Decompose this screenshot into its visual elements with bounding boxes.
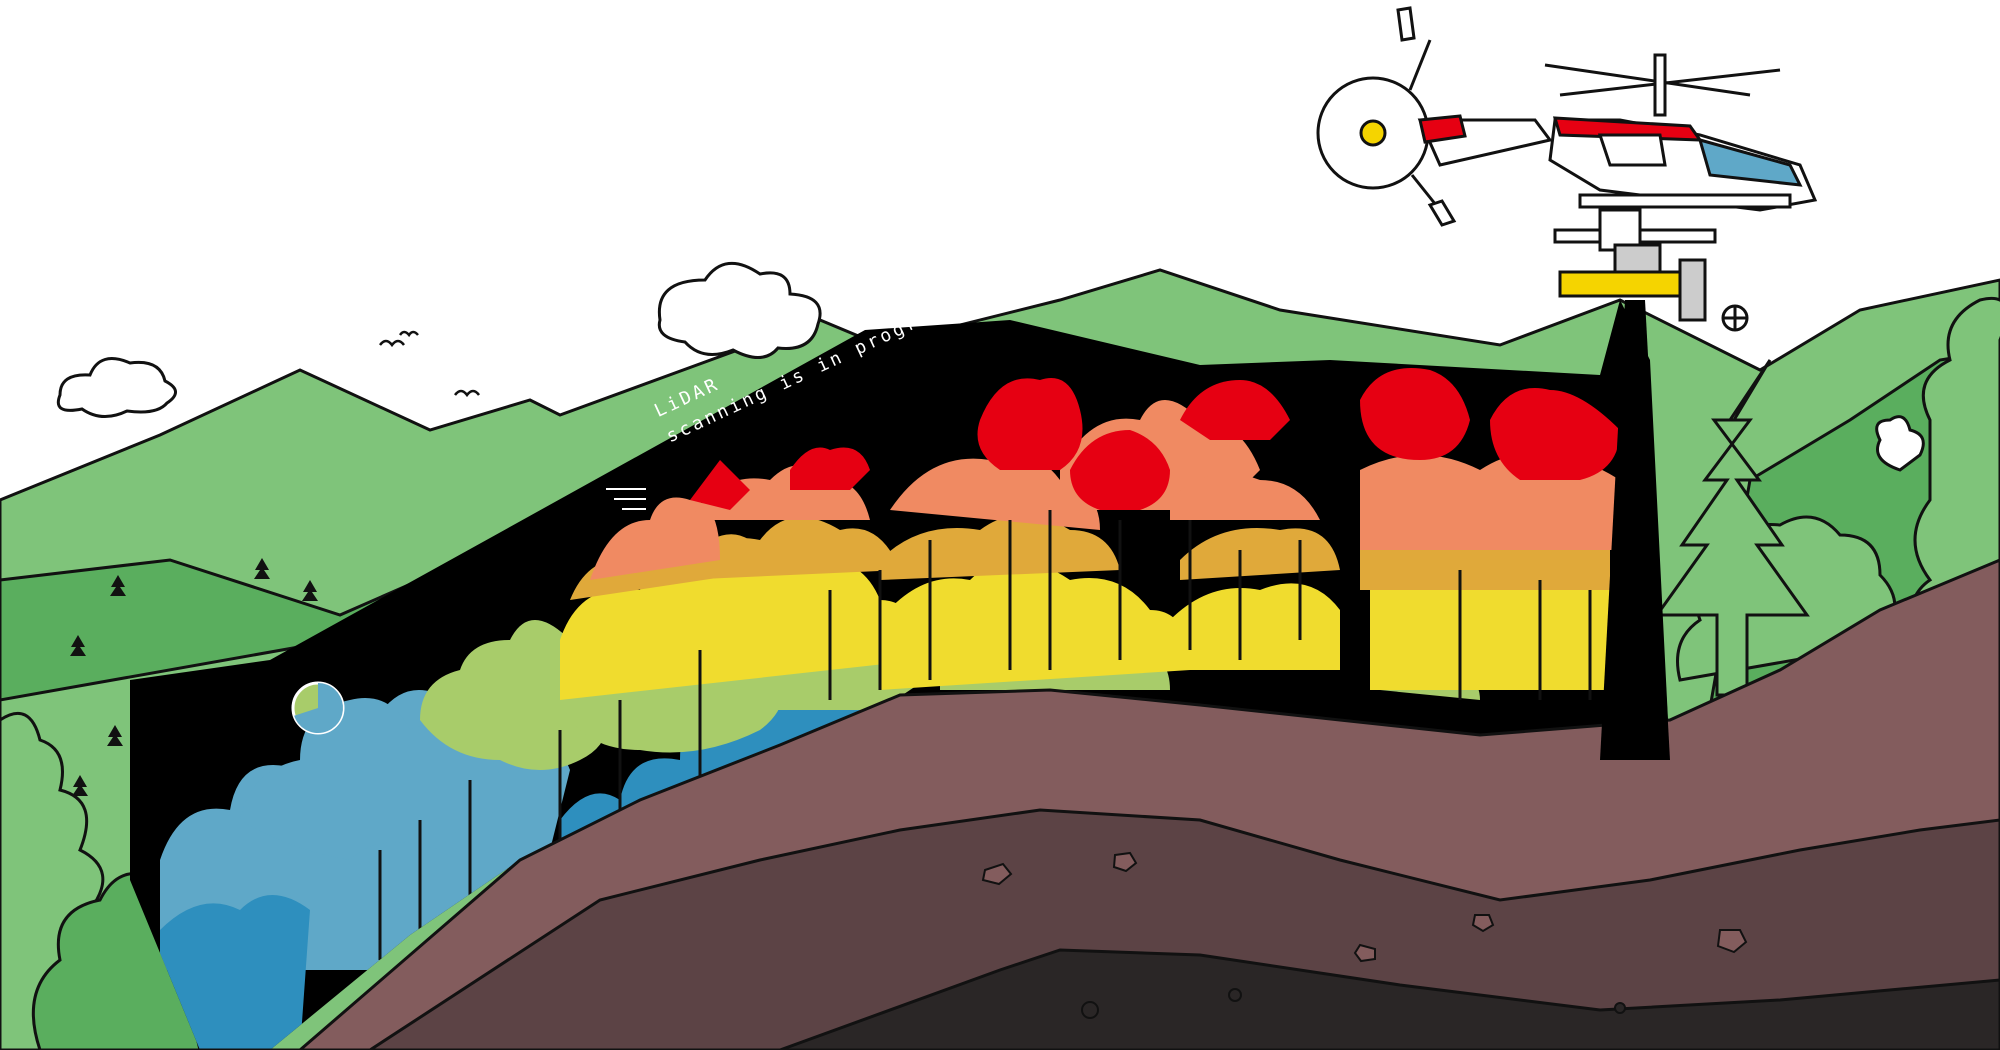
ground-layers xyxy=(130,558,2000,1050)
laser-beam xyxy=(1600,300,1670,760)
pie-chart-icon xyxy=(291,681,345,735)
birds xyxy=(379,330,480,398)
lines-icon xyxy=(606,486,646,512)
helicopter-icon xyxy=(1316,6,1818,332)
cloud xyxy=(56,261,822,418)
